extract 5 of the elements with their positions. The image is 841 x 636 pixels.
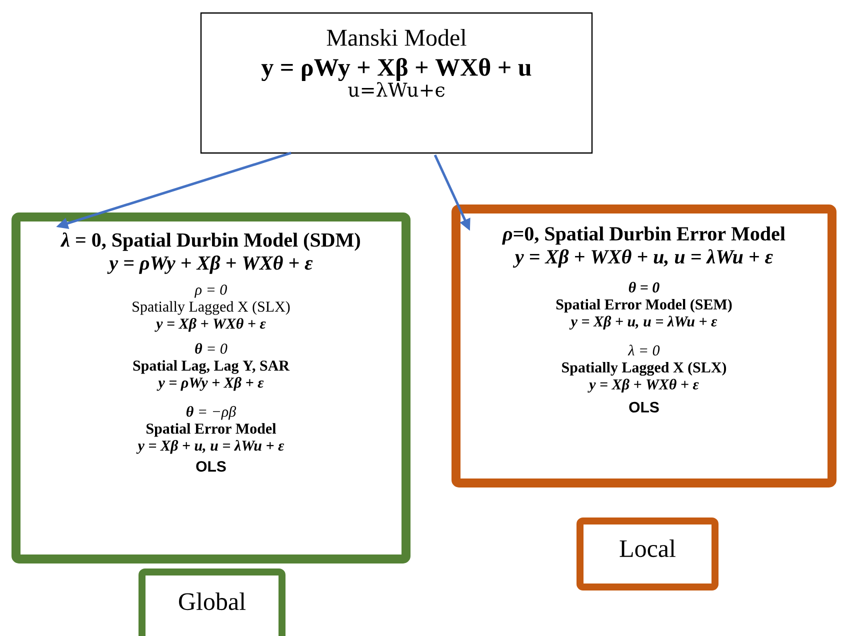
- model-box: λ = 0, Spatial Durbin Model (SDM) y = ρWy + Xβ + WXθ + ε ρ = 0 Spatially Lagged X (SLX) y = Xβ + WXθ + ε θ = 0 Spatial Lag, Lag Y, SAR y = ρWy + Xβ + ε θ = −ρβ Spatial Error Model y = Xβ + u, u = λWu + ε OLS: [12, 212, 410, 564]
- model-box: Local: [576, 517, 718, 590]
- model-box: Manski Model y = ρWy + Xβ + WXθ + u u=λWu+ϵ: [200, 12, 593, 154]
- model-box: Global: [138, 568, 286, 636]
- model-box: ρ=0, Spatial Durbin Error Model y = Xβ + WXθ + u, u = λWu + ε θ = 0 Spatial Error Model (SEM) y = Xβ + u, u = λWu + ε λ = 0 Spatially Lagged X (SLX) y = Xβ + WXθ + ε OLS: [452, 204, 836, 488]
